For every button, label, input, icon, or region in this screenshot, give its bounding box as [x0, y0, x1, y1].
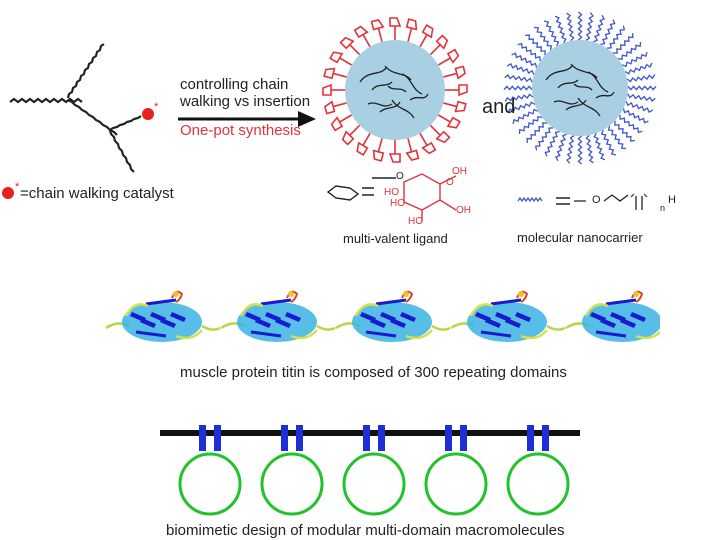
legend-asterisk: * — [15, 181, 20, 193]
nanocarrier-dendrimer — [503, 11, 657, 165]
sugar-ho-1: HO — [384, 187, 399, 198]
sugar-oh-2: OH — [456, 205, 471, 216]
sugar-ho-3: HO — [408, 216, 423, 227]
protein-domain — [220, 290, 336, 342]
titin-protein-strip — [100, 282, 660, 352]
branched-polymer — [9, 43, 142, 173]
biomimetic-caption: biomimetic design of modular multi-domai… — [166, 522, 565, 539]
sugar-o-ring: O — [446, 177, 454, 188]
nanocarrier-legend-symbol — [517, 193, 648, 210]
arrow-label-line2: walking vs insertion — [180, 93, 311, 110]
protein-domain — [335, 290, 451, 342]
protein-domain — [565, 290, 660, 342]
chain-n-label: n — [660, 203, 666, 213]
sugar-structure — [372, 173, 457, 222]
catalyst-legend-label: =chain walking catalyst — [20, 185, 174, 202]
ligand-dendrimer — [322, 17, 468, 163]
and-label: and — [482, 96, 516, 118]
sugar-oh-1: OH — [452, 166, 467, 177]
legend-catalyst-dot — [2, 187, 14, 199]
chain-oxygen-1: O — [592, 194, 601, 206]
asterisk-mark: * — [154, 101, 159, 113]
nanocarrier-label: molecular nanocarrier — [517, 230, 643, 245]
titin-caption: muscle protein titin is composed of 300 … — [180, 364, 567, 381]
protein-domain — [450, 290, 566, 342]
arrow-label-line1: controlling chain — [180, 76, 289, 93]
protein-domains-svg — [105, 290, 660, 342]
reaction-arrow — [178, 111, 316, 127]
protein-domain — [105, 290, 221, 342]
sugar-ho-2: HO — [390, 198, 405, 209]
chain-h-label: H — [668, 194, 676, 206]
ligand-legend-symbol — [326, 185, 374, 201]
catalyst-dot — [142, 108, 154, 120]
ring-oxygen-label: O — [396, 171, 404, 182]
one-pot-label: One-pot synthesis — [180, 122, 301, 139]
ligand-label: multi-valent ligand — [343, 231, 448, 246]
